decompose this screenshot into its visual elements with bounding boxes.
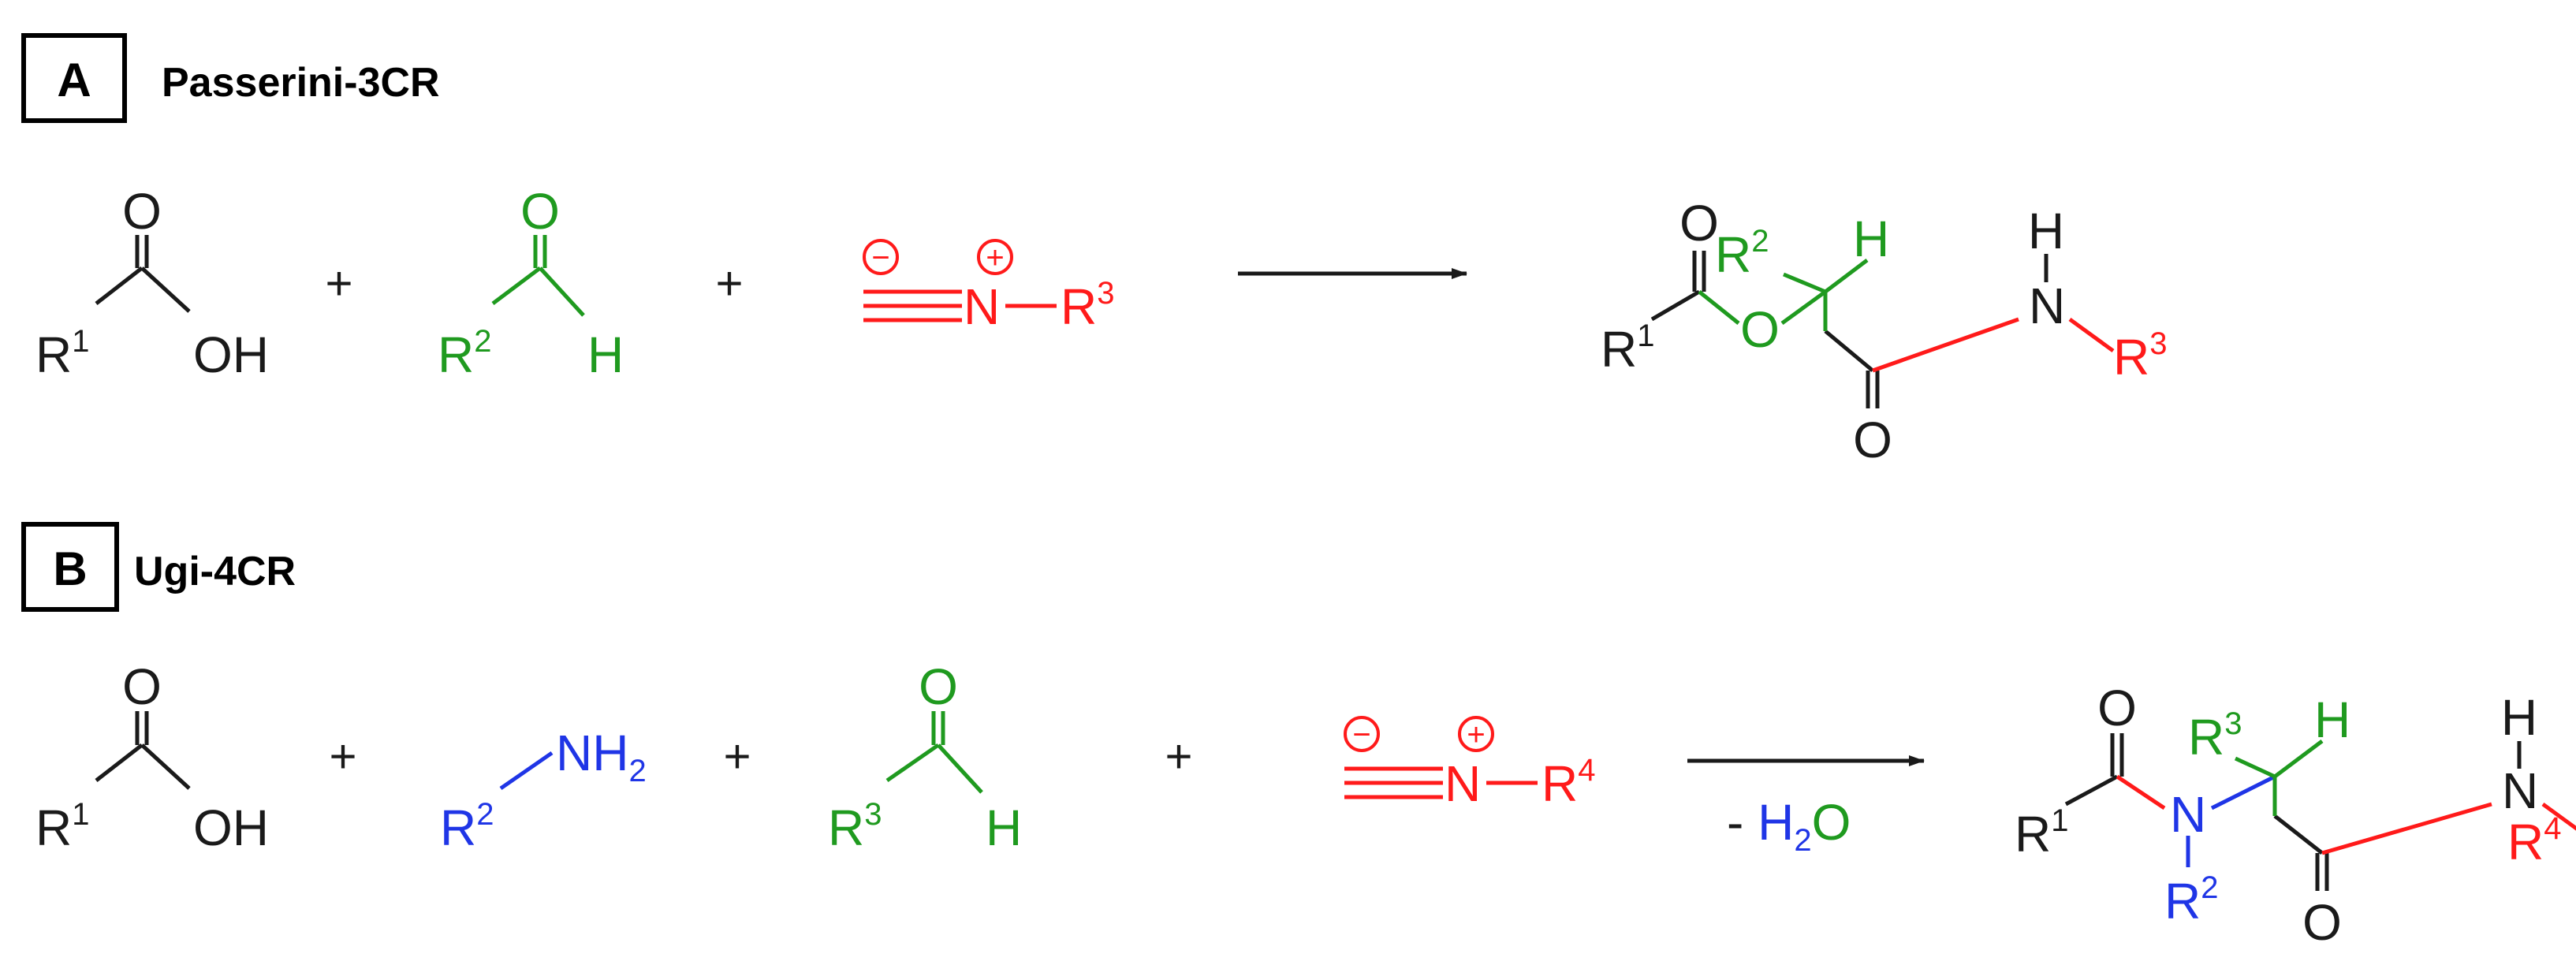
positive-charge-sign: + <box>986 240 1004 275</box>
positive-charge-sign-b: + <box>1467 717 1485 752</box>
plus-sign-b3: + <box>1165 730 1192 783</box>
aldehyde-bonds <box>491 235 585 317</box>
panel-a-title: Passerini-3CR <box>162 60 440 106</box>
acid-b-bonds <box>95 711 191 790</box>
product-b-nh-hydrogen: H <box>2501 689 2537 746</box>
acid-r-label: R1 <box>35 324 89 383</box>
positive-charge-circle <box>977 239 1013 275</box>
ugi-product: R1 O N R2 R3 H O N H R4 <box>2015 680 2576 951</box>
product-a-red-bonds <box>1872 317 2115 373</box>
arrow-condition-label: - H2O <box>1727 794 1851 858</box>
panel-b-title: Ugi-4CR <box>134 549 296 594</box>
plus-sign-a2: + <box>715 257 743 310</box>
plus-sign-a1: + <box>325 257 352 310</box>
positive-charge-circle-b <box>1458 716 1494 752</box>
amine-bond <box>499 751 554 791</box>
product-a-amide-nitrogen: N <box>2029 278 2065 334</box>
product-a-ester-oxygen: O <box>1740 301 1780 358</box>
negative-charge-circle <box>863 239 899 275</box>
product-b-red-bonds <box>2321 802 2576 855</box>
product-b-r2: R2 <box>2164 870 2218 930</box>
amine-r-label: R2 <box>440 797 494 856</box>
product-b-red-bond-1 <box>2116 774 2166 810</box>
product-a-amide-oxygen: O <box>1853 412 1892 468</box>
product-b-amide-nitrogen: N <box>2502 762 2538 819</box>
negative-charge-circle-b <box>1344 716 1380 752</box>
product-b-r4: R4 <box>2507 811 2561 870</box>
acid-carbonyl-oxygen: O <box>122 183 162 240</box>
product-b-r3: R3 <box>2188 706 2242 766</box>
product-b-alpha-hydrogen: H <box>2314 691 2350 748</box>
panel-a: A Passerini-3CR R1 O OH + R2 O <box>21 33 2167 468</box>
isocyanide-b: − + N R4 <box>1344 716 1595 812</box>
isocyanide-a: − + N R3 <box>863 239 1114 335</box>
aldehyde-oxygen: O <box>520 183 560 240</box>
acid-hydroxyl: OH <box>193 326 269 383</box>
acid-b-r-label: R1 <box>35 797 89 856</box>
isocyanide-r-label: R3 <box>1061 276 1114 335</box>
aldehyde-b-r-label: R3 <box>828 797 882 856</box>
product-b-carbonyl-oxygen: O <box>2097 680 2137 736</box>
panel-b-letter: B <box>53 542 87 595</box>
product-a-black-bonds <box>1650 251 2048 408</box>
negative-charge-sign-b: − <box>1352 717 1370 752</box>
acid-bonds <box>95 235 191 313</box>
isocyanide-b-nitrogen: N <box>1445 755 1481 812</box>
plus-sign-b2: + <box>723 730 751 783</box>
aldehyde-b: R3 O H <box>828 658 1022 856</box>
amine-nh2: NH2 <box>556 725 647 788</box>
acid-b-carbonyl-oxygen: O <box>122 658 162 715</box>
product-b-black-bonds <box>2064 733 2522 891</box>
panel-a-letter: A <box>57 54 91 106</box>
product-a-carbonyl-oxygen: O <box>1679 195 1719 251</box>
passerini-product: R1 O O R2 H O N H R3 <box>1601 195 2167 468</box>
product-a-r2: R2 <box>1715 224 1769 283</box>
product-b-blue-bonds <box>2186 774 2276 867</box>
aldehyde-b-hydrogen: H <box>986 799 1022 856</box>
product-a-r3: R3 <box>2113 326 2167 386</box>
acid-b-hydroxyl: OH <box>193 799 269 856</box>
aldehyde-hydrogen: H <box>587 326 624 383</box>
product-b-r1: R1 <box>2015 803 2068 863</box>
product-a-nh-hydrogen: H <box>2028 203 2064 259</box>
aldehyde-b-oxygen: O <box>919 658 958 715</box>
isocyanide-nitrogen: N <box>964 278 1000 335</box>
product-a-alpha-hydrogen: H <box>1853 211 1889 267</box>
product-a-green-bonds <box>1698 259 1869 331</box>
aldehyde-a: R2 O H <box>438 183 624 383</box>
negative-charge-sign: − <box>871 240 889 275</box>
aldehyde-r-label: R2 <box>438 324 491 383</box>
panel-b: B Ugi-4CR R1 O OH + R2 NH2 + <box>21 522 2576 951</box>
isocyanide-b-r-label: R4 <box>1541 753 1595 812</box>
isocyanide-triple-bond <box>863 289 1057 322</box>
panel-b-label-box <box>21 522 119 612</box>
product-b-amide-nitrogen-blue: N <box>2170 786 2206 843</box>
carboxylic-acid-a: R1 O OH <box>35 183 269 383</box>
product-b-green-bonds <box>2234 740 2324 816</box>
carboxylic-acid-b: R1 O OH <box>35 658 269 856</box>
product-b-amide-oxygen: O <box>2302 894 2342 951</box>
isocyanide-b-triple-bond <box>1344 766 1538 799</box>
panel-a-label-box <box>21 33 127 123</box>
product-a-r1: R1 <box>1601 319 1654 378</box>
amine-b: R2 NH2 <box>440 725 647 856</box>
aldehyde-b-bonds <box>885 711 983 794</box>
plus-sign-b1: + <box>329 730 356 783</box>
